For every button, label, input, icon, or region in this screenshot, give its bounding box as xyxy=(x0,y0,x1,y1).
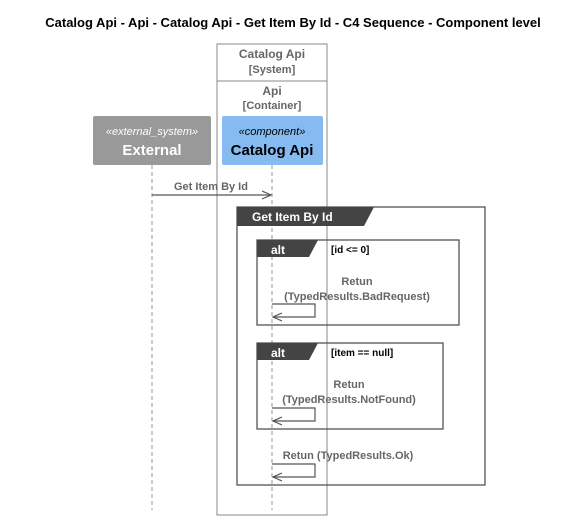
final-self-return-arrow xyxy=(272,463,316,477)
call-message-label: Get Item By Id xyxy=(174,181,248,193)
catalog-api-stereotype: «component» xyxy=(239,126,306,138)
alt1-tab xyxy=(257,240,318,257)
alt1-condition: [id <= 0] xyxy=(331,245,369,256)
alt2-condition: [item == null] xyxy=(331,348,393,359)
system-boundary-type: [System] xyxy=(249,64,296,76)
alt2-keyword: alt xyxy=(271,346,285,360)
alt2-return-line2: (TypedResults.NotFound) xyxy=(282,394,416,406)
alt2-self-return-arrow xyxy=(272,407,316,421)
alt1-frame xyxy=(256,239,460,326)
external-participant-box xyxy=(93,116,211,165)
system-boundary xyxy=(216,43,328,516)
alt2-tab xyxy=(257,343,318,360)
alt2-frame xyxy=(256,342,444,430)
alt1-self-return-arrow xyxy=(272,303,316,317)
container-boundary-name: Api xyxy=(262,84,281,98)
diagram-title: Catalog Api - Api - Catalog Api - Get It… xyxy=(45,15,541,30)
alt2-return-line1: Retun xyxy=(333,379,364,391)
alt1-return-line2: (TypedResults.BadRequest) xyxy=(284,291,430,303)
final-return-label: Retun (TypedResults.Ok) xyxy=(283,450,414,462)
alt1-keyword: alt xyxy=(271,243,285,257)
catalog-api-participant-box xyxy=(222,116,323,165)
system-boundary-name: Catalog Api xyxy=(239,47,305,61)
container-boundary-type: [Container] xyxy=(243,100,302,112)
external-name: External xyxy=(122,142,181,159)
group-frame-label: Get Item By Id xyxy=(252,210,333,224)
alt1-return-line1: Retun xyxy=(341,276,372,288)
catalog-api-name: Catalog Api xyxy=(231,142,314,159)
group-frame-tab xyxy=(237,207,374,226)
external-stereotype: «external_system» xyxy=(106,126,198,138)
